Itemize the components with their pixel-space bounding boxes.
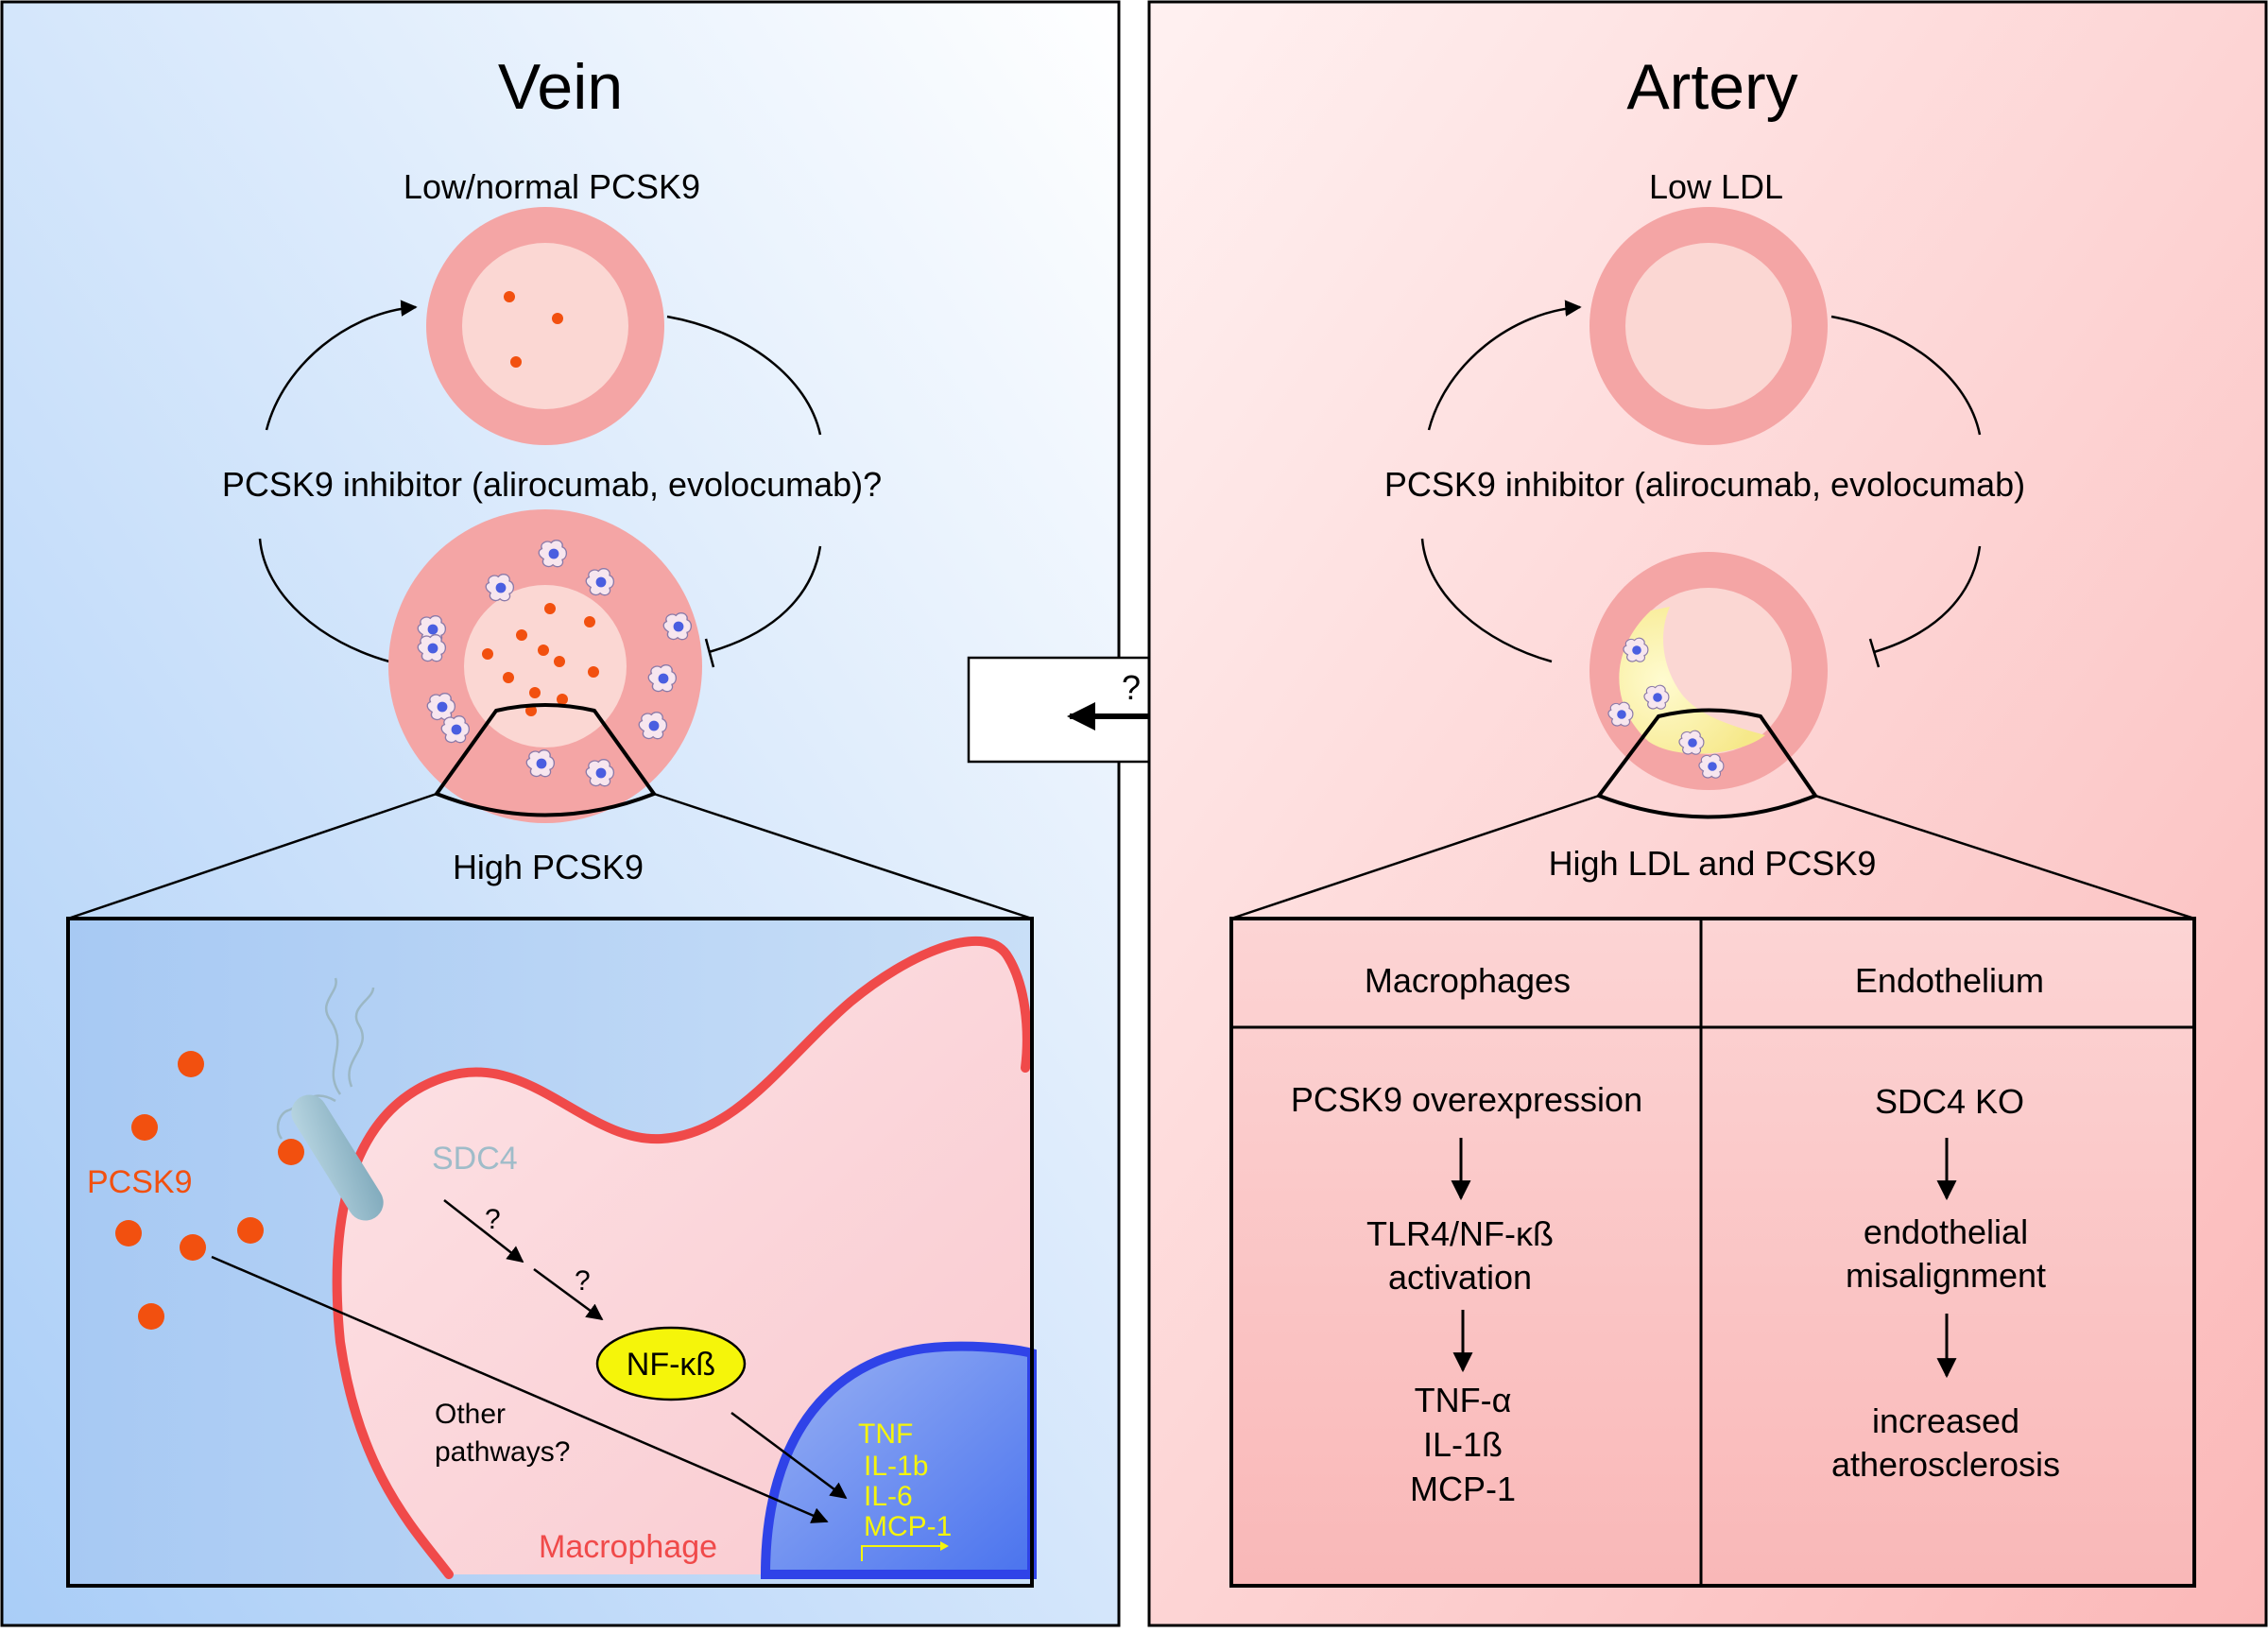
pcsk9-dot	[554, 656, 565, 667]
mac-tnf: TNF-α	[1415, 1381, 1512, 1419]
pcsk9-dot	[529, 687, 541, 698]
pcsk9-dot	[516, 629, 527, 641]
sdc4-arrow-1	[443, 1199, 524, 1263]
other-pathways-arrow	[211, 1255, 829, 1523]
artery-bottom-label: High LDL and PCSK9	[1549, 844, 1877, 883]
vein-title: Vein	[498, 51, 623, 123]
nucleus	[760, 1341, 1037, 1579]
vein-arrow-up	[265, 300, 418, 431]
artery-curve-bottom-left	[1420, 538, 1553, 663]
sdc4-receptor	[276, 977, 384, 1221]
pcsk9-dot	[237, 1217, 264, 1244]
vein-detail-box: PCSK9 SDC4 ? ? NF-κß Other pathways? Mac…	[66, 917, 1037, 1588]
nfkb-label: NF-κß	[627, 1347, 715, 1383]
vein-inhibit-arrow	[708, 545, 822, 654]
pcsk9-dot	[178, 1051, 204, 1077]
pcsk9-dot	[115, 1220, 142, 1246]
vein-inflamed-vessel	[388, 509, 702, 823]
artery-arrow-up	[1427, 300, 1582, 431]
gene-il6: IL-6	[864, 1481, 913, 1512]
endo-step2-line2: misalignment	[1846, 1256, 2046, 1295]
header-macrophages: Macrophages	[1365, 961, 1571, 1000]
mac-mcp1: MCP-1	[1410, 1470, 1516, 1508]
macrophage-membrane	[332, 936, 1032, 1579]
artery-title: Artery	[1626, 51, 1797, 123]
artery-zoom-wedge	[1595, 708, 1819, 819]
vein-curve-top-right	[666, 315, 822, 436]
other-pathways-line2: pathways?	[435, 1436, 570, 1468]
endo-step3-line2: atherosclerosis	[1831, 1445, 2060, 1484]
gene-list: TNF IL-1b IL-6 MCP-1	[858, 1418, 952, 1561]
mac-step2-line2: activation	[1388, 1258, 1532, 1297]
nfkb-node	[595, 1326, 747, 1401]
header-endothelium: Endothelium	[1855, 961, 2044, 1000]
pcsk9-label: PCSK9	[87, 1164, 193, 1200]
artery-inhibit-arrow	[1873, 545, 1982, 654]
zoom-line-left	[67, 792, 438, 920]
artery-table: Macrophages Endothelium PCSK9 overexpres…	[1229, 917, 2196, 1588]
endo-step2-line1: endothelial	[1864, 1212, 2028, 1251]
pcsk9-dot	[131, 1114, 158, 1141]
other-pathways-line1: Other	[435, 1399, 506, 1430]
vein-panel: Vein Low/normal PCSK9 PCSK9 inhibitor (a…	[0, 0, 1121, 1627]
pcsk9-dot	[503, 672, 514, 683]
pcsk9-dot	[588, 666, 599, 678]
nfkb-arrow	[730, 1411, 848, 1500]
transcription-arrow	[861, 1545, 940, 1561]
mac-il1b: IL-1ß	[1423, 1425, 1503, 1464]
artery-curve-top-right	[1830, 315, 1982, 436]
vein-top-label: Low/normal PCSK9	[404, 167, 700, 206]
artery-plaque-vessel	[1589, 552, 1828, 790]
macrophage-label: Macrophage	[539, 1529, 717, 1565]
question-2: ?	[575, 1265, 591, 1297]
gene-tnf: TNF	[858, 1418, 913, 1450]
question-1: ?	[485, 1204, 501, 1235]
zoom-line-left	[1230, 794, 1600, 920]
pcsk9-dot	[552, 313, 563, 324]
pcsk9-dot	[525, 705, 537, 716]
pcsk9-dot	[482, 648, 493, 660]
artery-normal-vessel	[1589, 207, 1828, 445]
artery-panel: Artery Low LDL PCSK9 inhibitor (alirocum…	[1147, 0, 2268, 1627]
artery-inhibitor-label: PCSK9 inhibitor (alirocumab, evolocumab)	[1384, 465, 2025, 504]
pcsk9-dot	[510, 356, 522, 368]
artery-top-label: Low LDL	[1649, 167, 1783, 206]
pcsk9-dot	[138, 1303, 164, 1330]
vein-curve-bottom-left	[258, 538, 390, 663]
inhibit-bar	[704, 638, 715, 668]
vein-inhibitor-label: PCSK9 inhibitor (alirocumab, evolocumab)…	[222, 465, 882, 504]
pcsk9-dot	[584, 616, 595, 627]
pcsk9-dot	[557, 694, 568, 705]
pcsk9-dot	[180, 1234, 206, 1261]
center-question: ?	[1122, 668, 1141, 707]
pcsk9-dot	[278, 1139, 304, 1165]
gene-mcp1: MCP-1	[864, 1511, 952, 1542]
pcsk9-dot	[538, 645, 549, 656]
gene-il1b: IL-1b	[864, 1451, 928, 1482]
mac-step2-line1: TLR4/NF-κß	[1366, 1214, 1554, 1253]
zoom-line-right	[1814, 794, 2195, 920]
sdc4-arrow-2	[533, 1267, 604, 1321]
mac-step1: PCSK9 overexpression	[1291, 1080, 1642, 1119]
endo-step3-line1: increased	[1872, 1401, 2019, 1440]
pcsk9-dot	[544, 603, 556, 614]
sdc4-label: SDC4	[432, 1141, 518, 1177]
inhibit-bar	[1868, 638, 1881, 668]
vein-bottom-label: High PCSK9	[453, 848, 644, 886]
pcsk9-dot	[504, 291, 515, 302]
endo-step1: SDC4 KO	[1875, 1082, 2024, 1121]
vein-zoom-wedge	[433, 703, 658, 817]
zoom-line-right	[653, 792, 1033, 920]
vein-normal-vessel	[426, 207, 664, 445]
